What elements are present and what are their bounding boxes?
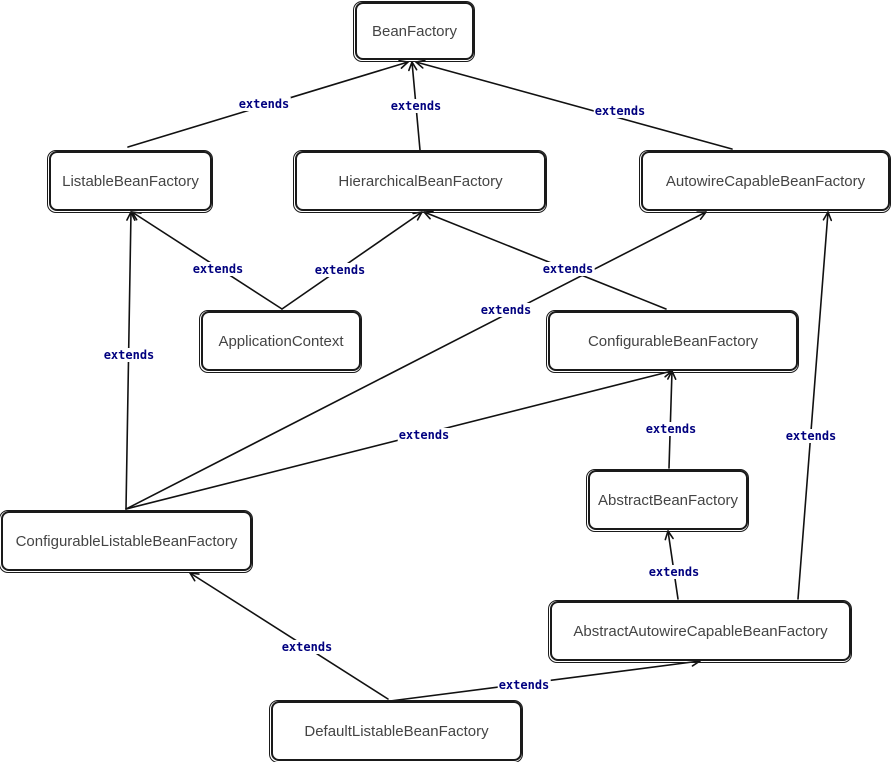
inheritance-connector [423,210,667,310]
arrowhead-icon [398,59,409,69]
arrowhead-icon [131,211,142,221]
inheritance-connector [415,59,733,150]
edge-label: extends [593,104,647,118]
edge-label: extends [102,348,156,362]
node-configurable-bean-factory[interactable]: ConfigurableBeanFactory [546,310,799,373]
arrowhead-icon [412,211,423,221]
arrowhead-icon [415,59,426,69]
edge-label: extends [389,99,443,113]
arrowhead-icon [664,530,674,541]
edge-label: extends [497,678,551,692]
edge-label: extends [191,262,245,276]
node-application-context[interactable]: ApplicationContext [199,310,362,373]
edge-label: extends [237,97,291,111]
arrowhead-icon [126,211,136,221]
edge-label: extends [479,303,533,317]
arrowhead-icon [696,211,707,220]
edge-label: extends [647,565,701,579]
inheritance-connector [667,370,677,469]
inheritance-connector [131,211,283,310]
edge-label: extends [644,422,698,436]
inheritance-connector [189,572,389,700]
node-bean-factory[interactable]: BeanFactory [353,1,475,62]
node-default-listable-bean-factory[interactable]: DefaultListableBeanFactory [269,700,523,762]
arrowhead-icon [408,61,418,72]
node-hierarchical-bean-factory[interactable]: HierarchicalBeanFactory [293,150,547,213]
node-configurable-listable-bean-factory[interactable]: ConfigurableListableBeanFactory [0,510,253,573]
arrowhead-icon [423,210,434,220]
inheritance-connector [281,211,423,310]
inheritance-connector [797,211,833,600]
arrowhead-icon [189,572,200,582]
arrowhead-icon [667,370,677,381]
edge-label: extends [784,429,838,443]
node-listable-bean-factory[interactable]: ListableBeanFactory [47,150,213,213]
edge-label: extends [541,262,595,276]
edge-label: extends [397,428,451,442]
node-abstract-bean-factory[interactable]: AbstractBeanFactory [586,469,749,532]
edge-label: extends [280,640,334,654]
inheritance-connector [125,211,707,510]
node-autowire-capable-bean-factory[interactable]: AutowireCapableBeanFactory [639,150,891,213]
node-abstract-autowire-capable-bean-factory[interactable]: AbstractAutowireCapableBeanFactory [548,600,852,663]
arrowhead-icon [822,211,833,222]
edge-label: extends [313,263,367,277]
